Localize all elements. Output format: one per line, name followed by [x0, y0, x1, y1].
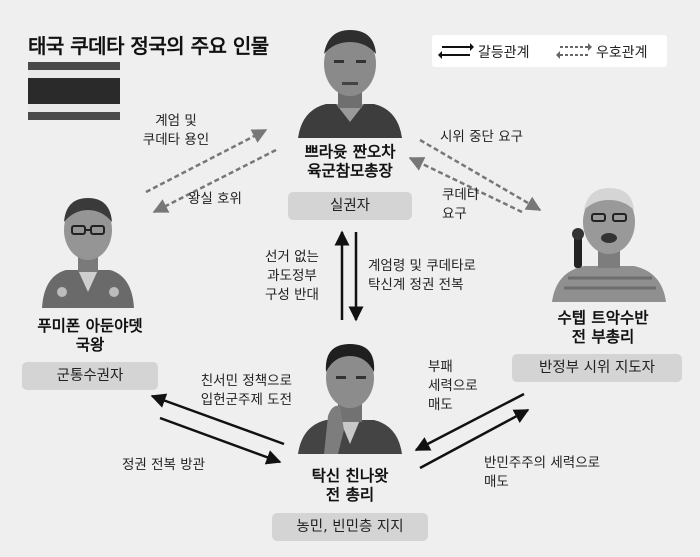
legend-friendly-label: 우호관계: [596, 45, 648, 61]
prayut-portrait: [292, 18, 408, 138]
note-prayut-to-thaksin: 계엄령 및 쿠데타로 탁신계 정권 전복: [368, 258, 476, 293]
arrow-thaksin-to-suthep: [419, 408, 530, 470]
bhumibol-portrait: [40, 180, 136, 308]
legend-conflict-label: 갈등관계: [478, 45, 530, 61]
note-suthep-to-thaksin: 반민주주의 세력으로 매도: [484, 455, 601, 490]
note-thaksin-to-prayut: 선거 없는 과도정부 구성 반대: [265, 249, 319, 303]
legend: 갈등관계 우호관계: [432, 35, 667, 67]
suthep-portrait: [548, 174, 670, 302]
note-prayut-to-bhumibol: 왕실 호위: [188, 191, 242, 207]
arrow-bhumibol-to-prayut: [145, 128, 268, 194]
diagram-title: 태국 쿠데타 정국의 주요 인물: [28, 34, 269, 58]
note-bhumibol-to-prayut: 계엄 및 쿠데타 용인: [142, 113, 210, 148]
suthep-name: 수텝 트악수반: [557, 309, 649, 327]
arrow-suthep-to-prayut: [408, 156, 523, 214]
bhumibol-name: 푸미폰 아둔야뎃: [37, 317, 143, 335]
arrow-prayut-to-suthep: [419, 138, 542, 212]
note-bhumibol-to-thaksin: 정권 전복 방관: [122, 457, 206, 473]
legend-conflict-arrow-icon: [438, 43, 474, 59]
arrow-bhumibol-to-thaksin: [159, 416, 282, 465]
prayut-name: 쁘라윳 짠오차: [304, 143, 396, 161]
note-thaksin-to-bhumibol: 친서민 정책으로 입헌군주제 도전: [200, 373, 292, 408]
note-suthep-to-prayut: 쿠데타 요구: [442, 187, 480, 222]
suthep-role: 전 부총리: [571, 328, 635, 346]
bhumibol-role: 국왕: [75, 336, 105, 354]
suthep-badge: 반정부 시위 지도자: [512, 354, 682, 382]
thaksin-role: 전 총리: [325, 486, 375, 504]
note-thaksin-to-suthep: 부패 세력으로 매도: [428, 359, 478, 413]
legend-friendly-arrow-icon: [556, 43, 592, 59]
thaksin-badge: 농민, 빈민층 지지: [272, 513, 428, 541]
note-prayut-to-suthep: 시위 중단 요구: [440, 129, 524, 145]
arrow-thaksin-to-bhumibol: [150, 393, 285, 446]
arrow-suthep-to-thaksin: [414, 392, 525, 452]
thaksin-portrait: [294, 332, 406, 454]
thai-flag-icon: [28, 62, 120, 120]
thaksin-name: 탁신 친나왓: [311, 467, 389, 485]
arrow-prayut-to-bhumibol: [152, 148, 277, 214]
prayut-role: 육군참모총장: [307, 162, 393, 180]
prayut-badge: 실권자: [288, 192, 412, 220]
bhumibol-badge: 군통수권자: [22, 362, 158, 390]
